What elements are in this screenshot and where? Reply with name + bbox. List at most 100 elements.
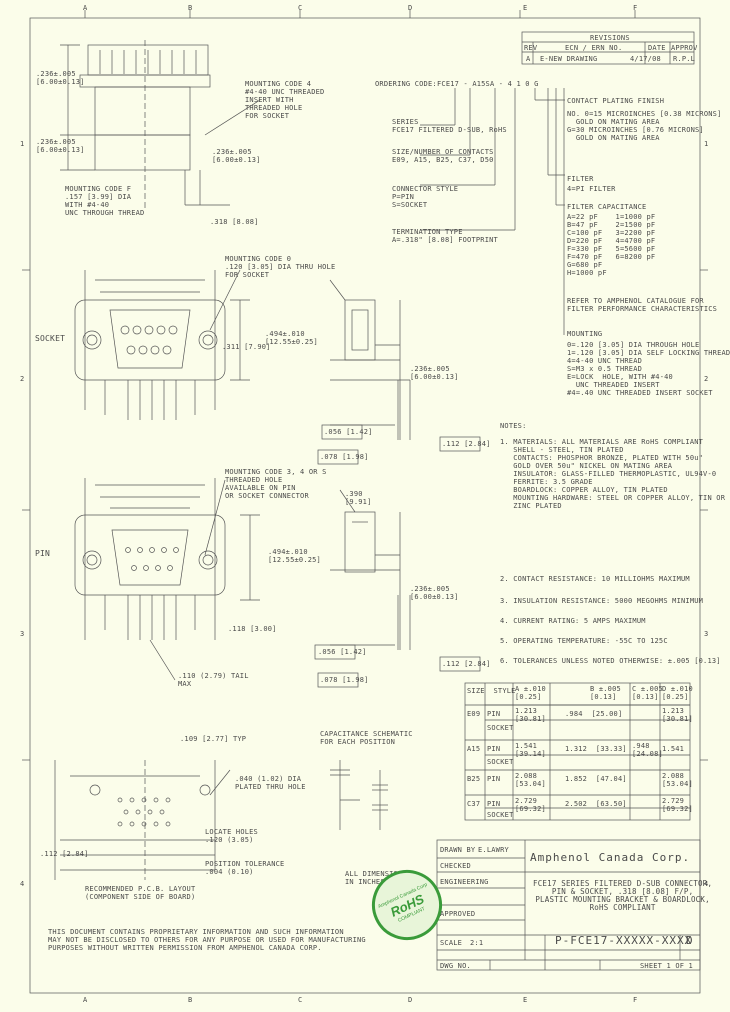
rev-header-rev: REV: [524, 44, 538, 52]
socket-front-view: [74, 269, 250, 420]
revision-table: [521, 31, 695, 65]
rev-row-date: 4/17/08: [630, 55, 661, 63]
dia-hole: .040 (1.02) DIA PLATED THRU HOLE: [235, 775, 306, 791]
company-name: Amphenol Canada Corp.: [530, 851, 691, 864]
ordering-refer: REFER TO AMPHENOL CATALOGUE FOR FILTER P…: [567, 297, 718, 313]
dim-row-e09-style: PIN: [487, 710, 501, 718]
dim-row-e09-a: 1.213 [30.81]: [515, 707, 546, 723]
dim-header-size: SIZE STYLE: [467, 687, 516, 695]
ordering-plating: NO. 0=15 MICROINCHES [0.38 MICRONS] GOLD…: [567, 110, 722, 142]
ordering-style: CONNECTOR STYLE P=PIN S=SOCKET: [392, 185, 459, 209]
drawn-by-label: DRAWN BY: [440, 846, 476, 854]
dim-header-a: A ±.010 [0.25]: [515, 685, 546, 701]
zone-top-f: F: [633, 4, 638, 12]
note-6: 6. TOLERANCES UNLESS NOTED OTHERWISE: ±.…: [500, 657, 721, 665]
zone-side-right-1: 1: [704, 140, 709, 148]
capacitance-label: CAPACITANCE SCHEMATIC FOR EACH POSITION: [320, 730, 413, 746]
ordering-code: FCE17 - A15SA - 4 1 0 G: [437, 80, 539, 88]
dim-row-c37: C37: [467, 800, 481, 808]
zone-top-a: A: [83, 4, 88, 12]
zone-top-b: B: [188, 4, 193, 12]
board-layout-label: RECOMMENDED P.C.B. LAYOUT (COMPONENT SID…: [85, 885, 196, 901]
rev-row-ecn: E-NEW DRAWING: [540, 55, 598, 63]
engineering-label: ENGINEERING: [440, 878, 489, 886]
dim-494-pin: .494±.010 [12.55±0.25]: [268, 548, 321, 564]
scale-value: 2:1: [470, 939, 484, 947]
zone-side-1: 1: [20, 140, 25, 148]
ordering-termination: TERMINATION TYPE A=.318" [8.08] FOOTPRIN…: [392, 228, 498, 244]
rev-header-ecn: ECN / ERN NO.: [565, 44, 623, 52]
sheet-number: SHEET 1 OF 1: [640, 962, 693, 970]
ordering-label: ORDERING CODE:: [375, 80, 437, 88]
rev-header-date: DATE: [648, 44, 666, 52]
dim-078-pin: .078 [1.98]: [320, 676, 369, 684]
pin-front-view: [74, 478, 260, 681]
dim-row-c37-socket: SOCKET: [487, 811, 514, 819]
title-description: FCE17 SERIES FILTERED D-SUB CONNECTOR, P…: [533, 879, 713, 912]
locate-holes: LOCATE HOLES .120 (3.05): [205, 828, 258, 844]
dim-236-top: .236±.005 [6.00±0.13]: [36, 70, 85, 86]
dim-078-socket: .078 [1.98]: [320, 453, 369, 461]
zone-side-3: 3: [20, 630, 25, 638]
dim-row-a15-d: 1.541: [662, 745, 685, 753]
dim-row-b25: B25: [467, 775, 481, 783]
eq-space: .109 [2.77] TYP: [180, 735, 247, 743]
dimension-table: [464, 682, 691, 821]
rev-row-rev: A: [526, 55, 531, 63]
side-profile-socket: [317, 279, 481, 465]
zone-side-right-3: 3: [704, 630, 709, 638]
dim-118-pin: .118 [3.00]: [228, 625, 277, 633]
dim-112-socket: .112 [2.84]: [442, 440, 491, 448]
dim-row-a15: A15: [467, 745, 481, 753]
dim-row-b25-d: 2.088 [53.04]: [662, 772, 693, 788]
notes-title: NOTES:: [500, 422, 527, 430]
dim-row-e09: E09: [467, 710, 481, 718]
zone-side-4: 4: [20, 880, 25, 888]
ordering-mounting-title: MOUNTING: [567, 330, 603, 338]
dim-row-e09-b: .984 [25.00]: [565, 710, 623, 718]
dim-311-socket: .311 [7.90]: [222, 343, 271, 351]
zone-bottom-b: B: [188, 996, 193, 1004]
pin-label: PIN: [35, 549, 51, 558]
note-2: 2. CONTACT RESISTANCE: 10 MILLIOHMS MAXI…: [500, 575, 690, 583]
dim-row-a15-socket: SOCKET: [487, 758, 514, 766]
pc-tail: .110 (2.79) TAIL MAX: [178, 672, 249, 688]
dim-236-front: .236±.005 [6.00±0.13]: [212, 148, 261, 164]
dwg-number: P-FCE17-XXXXX-XXXX: [555, 934, 693, 947]
approved-label: APPROVED: [440, 910, 476, 918]
dim-row-a15-style: PIN: [487, 745, 501, 753]
ordering-series: SERIES FCE17 FILTERED D-SUB, RoHS: [392, 118, 507, 134]
dim-318-top: .318 [8.08]: [210, 218, 259, 226]
zone-bottom-f: F: [633, 996, 638, 1004]
zone-bottom-c: C: [298, 996, 303, 1004]
dim-row-c37-a: 2.729 [69.32]: [515, 797, 546, 813]
pitch-label: .112 [2.84]: [40, 850, 89, 858]
top-side-view: [60, 40, 261, 210]
dim-row-e09-socket: SOCKET: [487, 724, 514, 732]
dim-header-b: B ±.005 [0.13]: [590, 685, 621, 701]
dim-056-socket: .056 [1.42]: [324, 428, 373, 436]
drawn-by: E.LAWRY: [478, 846, 509, 854]
ordering-leaders: [420, 88, 565, 335]
dim-header-c: C ±.005 [0.13]: [632, 685, 663, 701]
dim-236-side: .236±.005 [6.00±0.13]: [410, 365, 459, 381]
dim-row-b25-style: PIN: [487, 775, 501, 783]
zone-top-e: E: [523, 4, 528, 12]
dwg-label: DWG NO.: [440, 962, 471, 970]
ordering-cap-title: FILTER CAPACITANCE: [567, 203, 647, 211]
mounting-code-f: MOUNTING CODE F .157 [3.99] DIA WITH #4-…: [65, 185, 145, 217]
dim-494-socket: .494±.010 [12.55±0.25]: [265, 330, 318, 346]
socket-label: SOCKET: [35, 334, 66, 343]
ordering-cap-values: A=22 pF 1=1000 pF B=47 pF 2=1500 pF C=10…: [567, 213, 656, 277]
note-3: 3. INSULATION RESISTANCE: 5000 MEGOHMS M…: [500, 597, 704, 605]
dim-row-a15-b: 1.312 [33.33]: [565, 745, 627, 753]
dim-header-d: D ±.010 [0.25]: [662, 685, 693, 701]
dim-row-c37-d: 2.729 [69.32]: [662, 797, 693, 813]
dim-236-side-pin: .236±.005 [6.00±0.13]: [410, 585, 459, 601]
dim-row-b25-a: 2.088 [53.04]: [515, 772, 546, 788]
dim-row-c37-b: 2.502 [63.50]: [565, 800, 627, 808]
dim-390: .390 [9.91]: [345, 490, 372, 506]
mounting-code-0: MOUNTING CODE 0 .120 [3.05] DIA THRU HOL…: [225, 255, 336, 279]
